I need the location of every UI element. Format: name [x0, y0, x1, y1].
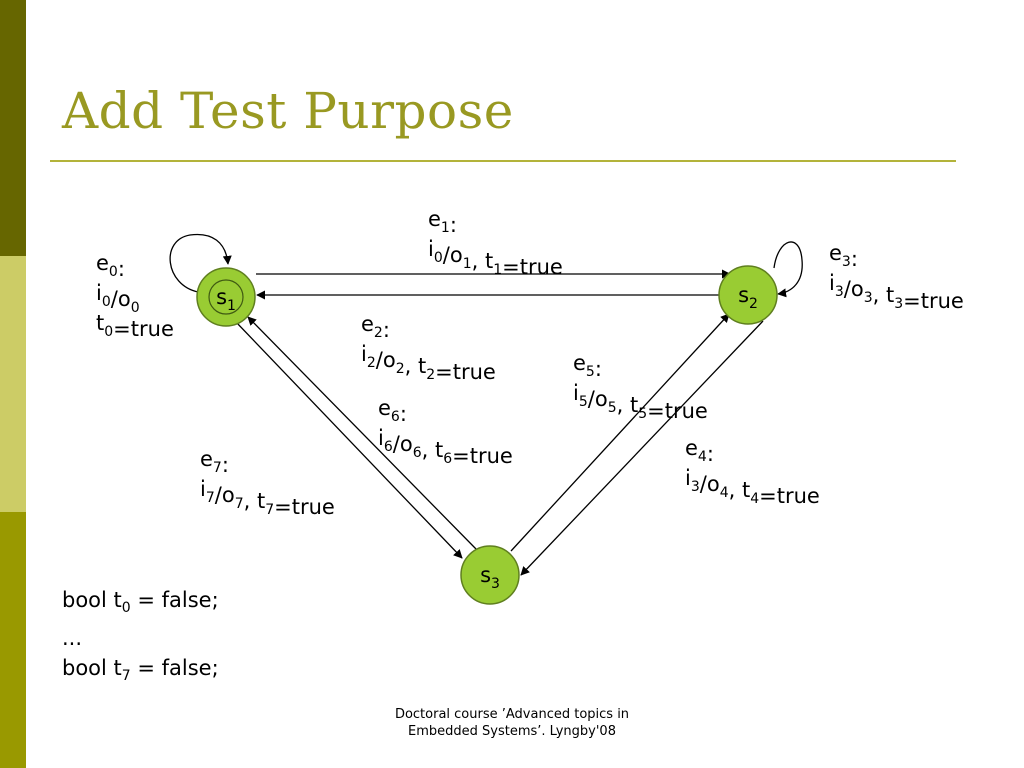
declaration-t7: bool t7 = false;: [62, 656, 219, 685]
edge-e6: [247, 316, 478, 551]
label-e0-event: e0:: [96, 251, 125, 281]
label-e3-event: e3:: [829, 241, 858, 271]
state-s3-circle: [460, 545, 520, 605]
edge-e3: [773, 241, 803, 298]
declaration-t0: bool t0 = false;: [62, 588, 219, 617]
state-s3: s3: [460, 545, 520, 605]
edge-e5: [510, 313, 730, 552]
label-e6-action: i6/o6, t6=true: [378, 426, 513, 468]
label-e4-event: e4:: [685, 436, 714, 466]
label-e3: e3:i3/o3, t3=true: [829, 241, 964, 313]
label-e4-action: i3/o4, t4=true: [685, 466, 820, 508]
side-bar-bottom: [0, 512, 26, 768]
label-e7-event: e7:: [200, 447, 229, 477]
label-e2-action: i2/o2, t2=true: [361, 342, 496, 384]
label-e0-update: t0=true: [96, 311, 174, 341]
label-e4: e4:i3/o4, t4=true: [685, 436, 820, 508]
label-e1: e1:i0/o1, t1=true: [428, 207, 563, 279]
label-e5: e5:i5/o5, t5=true: [573, 351, 708, 423]
edge-e7: [235, 321, 463, 559]
label-e2: e2:i2/o2, t2=true: [361, 312, 496, 384]
state-s1-initial-ring: [208, 279, 244, 315]
state-s1-label: s1: [216, 285, 236, 314]
variable-declarations: bool t0 = false; ... bool t7 = false;: [62, 585, 219, 691]
edge-e0: [169, 233, 232, 293]
state-s3-label: s3: [480, 563, 500, 592]
label-e2-event: e2:: [361, 312, 390, 342]
page-title: Add Test Purpose: [62, 82, 514, 140]
label-e1-action: i0/o1, t1=true: [428, 237, 563, 279]
edge-e4: [520, 320, 764, 576]
label-e6-event: e6:: [378, 396, 407, 426]
state-s2-circle: [718, 265, 778, 325]
state-s1-circle: [196, 267, 256, 327]
transition-edges: [169, 233, 803, 576]
label-e0-guard: i0/o0: [96, 281, 140, 316]
footer-credit: Doctoral course ’Advanced topics in Embe…: [394, 707, 630, 739]
state-s2: s2: [718, 265, 778, 325]
label-e7-action: i7/o7, t7=true: [200, 477, 335, 519]
side-bar-middle: [0, 256, 26, 512]
label-e5-event: e5:: [573, 351, 602, 381]
label-e3-action: i3/o3, t3=true: [829, 271, 964, 313]
label-e1-event: e1:: [428, 207, 457, 237]
state-nodes: s1 s2 s3: [196, 265, 778, 605]
side-bar-top: [0, 0, 26, 256]
label-e7: e7:i7/o7, t7=true: [200, 447, 335, 519]
state-s2-label: s2: [738, 283, 758, 312]
declaration-ellipsis: ...: [62, 626, 83, 651]
label-e5-action: i5/o5, t5=true: [573, 381, 708, 423]
state-s1: s1: [196, 267, 256, 327]
title-divider: [50, 160, 956, 162]
label-e6: e6:i6/o6, t6=true: [378, 396, 513, 468]
